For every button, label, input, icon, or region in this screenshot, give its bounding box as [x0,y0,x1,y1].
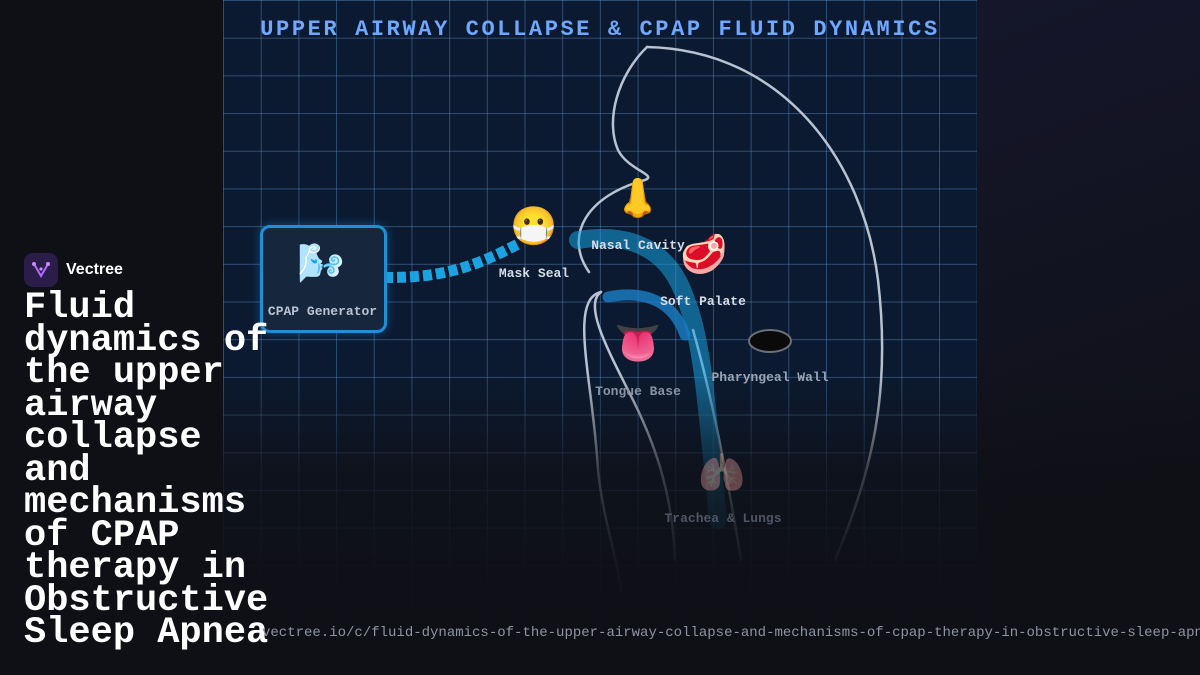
lungs-icon: 🫁 [698,455,746,498]
page-title: Fluid dynamics of the upper airway colla… [24,287,269,654]
diagram-title: UPPER AIRWAY COLLAPSE & CPAP FLUID DYNAM… [260,17,940,42]
pharyngeal-wall-label: Pharyngeal Wall [711,370,829,385]
wind-icon: 🌬️ [297,245,345,288]
meat-icon: 🥩 [680,236,728,279]
trachea-lungs-label: Trachea & Lungs [664,511,782,526]
pharyngeal-wall-icon [748,329,792,353]
tongue-icon: 👅 [614,325,662,368]
vectree-logo-icon [24,253,58,287]
airway-diagram [223,0,977,675]
mask-seal-label: Mask Seal [498,266,570,281]
tongue-base-label: Tongue Base [595,384,681,399]
nasal-cavity-label: Nasal Cavity [591,238,685,253]
cpap-generator-box [260,225,387,333]
page-url[interactable]: vectree.io/c/fluid-dynamics-of-the-upper… [262,625,1200,641]
brand[interactable]: Vectree [24,253,123,287]
airway-diagram-drawing [341,45,884,592]
brand-name: Vectree [66,261,123,278]
cpap-generator-label: CPAP Generator [267,304,378,319]
mask-icon: 😷 [510,208,558,251]
background-panel [976,0,1200,675]
nose-icon: 👃 [614,180,662,223]
soft-palate-label: Soft Palate [660,294,746,309]
